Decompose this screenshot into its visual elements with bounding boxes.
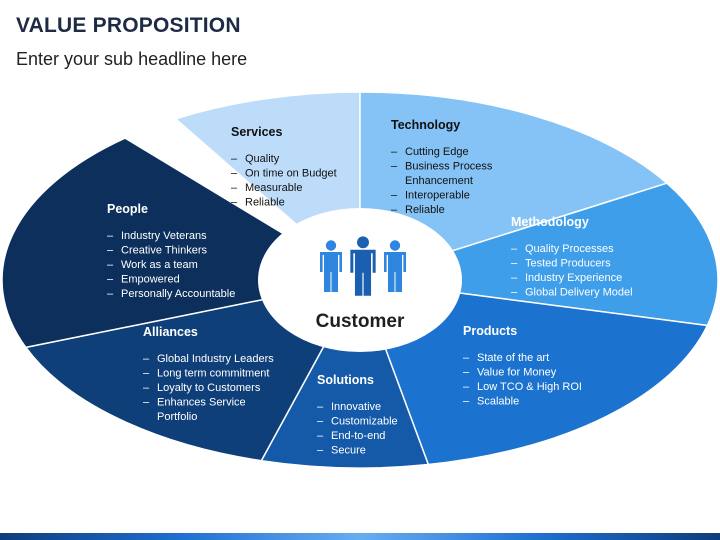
segment-title-methodology: Methodology xyxy=(511,215,589,229)
segment-item-alliances: Portfolio xyxy=(157,411,197,423)
bullet-dash: – xyxy=(317,430,324,442)
segment-item-people: Industry Veterans xyxy=(121,230,207,242)
bullet-dash: – xyxy=(511,243,518,255)
segment-item-services: Quality xyxy=(245,153,280,165)
bullet-dash: – xyxy=(231,168,238,180)
customer-label: Customer xyxy=(316,311,405,332)
segment-item-technology: Cutting Edge xyxy=(405,146,469,158)
segment-item-alliances: Global Industry Leaders xyxy=(157,353,274,365)
segment-item-solutions: Secure xyxy=(331,445,366,457)
segment-item-products: Low TCO & High ROI xyxy=(477,381,582,393)
segment-item-methodology: Quality Processes xyxy=(525,243,614,255)
bullet-dash: – xyxy=(463,352,470,364)
bullet-dash: – xyxy=(317,416,324,428)
segment-item-services: Measurable xyxy=(245,182,302,194)
bullet-dash: – xyxy=(231,182,238,194)
segment-products xyxy=(358,279,709,466)
person-right-icon xyxy=(384,240,406,292)
bullet-dash: – xyxy=(107,259,114,271)
page-title: VALUE PROPOSITION xyxy=(16,14,241,37)
segment-item-people: Creative Thinkers xyxy=(121,245,207,257)
segment-item-technology: Business Process xyxy=(405,161,493,173)
bullet-dash: – xyxy=(391,161,398,173)
segment-item-alliances: Enhances Service xyxy=(157,397,246,409)
segment-title-alliances: Alliances xyxy=(143,325,198,339)
segment-title-solutions: Solutions xyxy=(317,373,374,387)
segment-item-technology: Interoperable xyxy=(405,190,470,202)
person-left-icon xyxy=(320,240,342,292)
bullet-dash: – xyxy=(391,190,398,202)
segment-item-services: On time on Budget xyxy=(245,168,337,180)
segment-item-solutions: Customizable xyxy=(331,416,398,428)
segment-item-solutions: End-to-end xyxy=(331,430,385,442)
segment-item-technology: Enhancement xyxy=(405,175,473,187)
segment-item-people: Work as a team xyxy=(121,259,198,271)
person-center-icon xyxy=(350,236,376,296)
segment-item-methodology: Industry Experience xyxy=(525,272,622,284)
segment-item-solutions: Innovative xyxy=(331,401,381,413)
bullet-dash: – xyxy=(143,382,150,394)
segment-item-services: Reliable xyxy=(245,197,285,209)
bullet-dash: – xyxy=(391,204,398,216)
footer-bar xyxy=(0,533,720,540)
bullet-dash: – xyxy=(107,230,114,242)
bullet-dash: – xyxy=(231,153,238,165)
bullet-dash: – xyxy=(511,258,518,270)
segment-item-people: Empowered xyxy=(121,274,180,286)
segment-item-products: Value for Money xyxy=(477,367,557,379)
segment-title-people: People xyxy=(107,202,148,216)
segment-title-products: Products xyxy=(463,324,517,338)
bullet-dash: – xyxy=(107,245,114,257)
bullet-dash: – xyxy=(143,353,150,365)
bullet-dash: – xyxy=(511,272,518,284)
bullet-dash: – xyxy=(391,146,398,158)
bullet-dash: – xyxy=(107,274,114,286)
segment-item-alliances: Loyalty to Customers xyxy=(157,382,261,394)
bullet-dash: – xyxy=(143,397,150,409)
people-icon xyxy=(320,236,406,296)
segment-item-technology: Reliable xyxy=(405,204,445,216)
segment-item-products: Scalable xyxy=(477,396,519,408)
segment-solutions xyxy=(260,278,430,469)
segment-item-alliances: Long term commitment xyxy=(157,368,269,380)
segment-item-methodology: Global Delivery Model xyxy=(525,287,633,299)
bullet-dash: – xyxy=(317,445,324,457)
bullet-dash: – xyxy=(317,401,324,413)
bullet-dash: – xyxy=(231,197,238,209)
page-subtitle: Enter your sub headline here xyxy=(16,49,248,69)
bullet-dash: – xyxy=(107,288,114,300)
bullet-dash: – xyxy=(511,287,518,299)
bullet-dash: – xyxy=(463,367,470,379)
segment-item-people: Personally Accountable xyxy=(121,288,235,300)
segment-alliances xyxy=(24,278,362,462)
segment-item-products: State of the art xyxy=(477,352,549,364)
bullet-dash: – xyxy=(463,381,470,393)
segment-item-methodology: Tested Producers xyxy=(525,258,611,270)
segment-title-technology: Technology xyxy=(391,118,460,132)
bullet-dash: – xyxy=(463,396,470,408)
segment-title-services: Services xyxy=(231,125,282,139)
bullet-dash: – xyxy=(143,368,150,380)
